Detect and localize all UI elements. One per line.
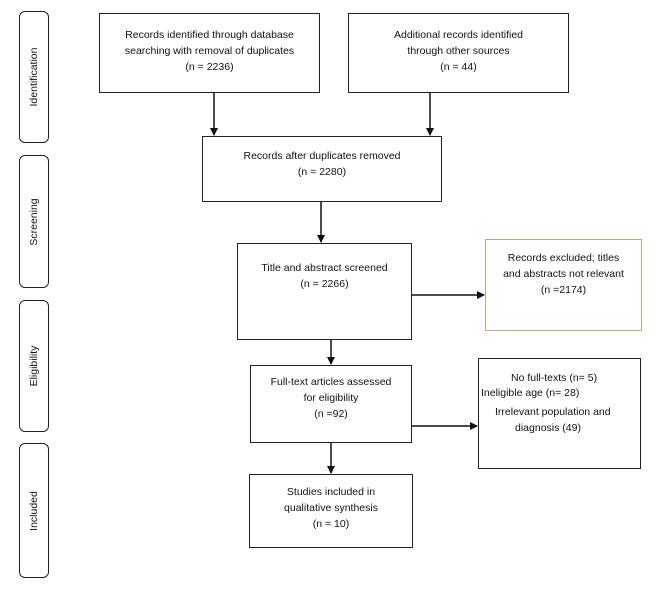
stage-eligibility: Eligibility: [19, 300, 49, 432]
records-excluded-box: Records excluded; titles and abstracts n…: [485, 239, 642, 331]
stage-included: Included: [19, 443, 49, 578]
full-text-box: Full-text articles assessed for eligibil…: [250, 365, 412, 443]
full-text-excluded-box: No full-texts (n= 5) Ineligible age (n= …: [478, 358, 641, 469]
stage-identification: Identification: [19, 11, 49, 143]
title-abstract-box: Title and abstract screened (n = 2266): [237, 243, 412, 340]
database-records-box: Records identified through database sear…: [99, 13, 320, 93]
included-studies-box: Studies included in qualitative synthesi…: [249, 474, 413, 548]
after-duplicates-box: Records after duplicates removed (n = 22…: [202, 136, 442, 202]
other-sources-box: Additional records identified through ot…: [348, 13, 569, 93]
stage-screening: Screening: [19, 155, 49, 288]
